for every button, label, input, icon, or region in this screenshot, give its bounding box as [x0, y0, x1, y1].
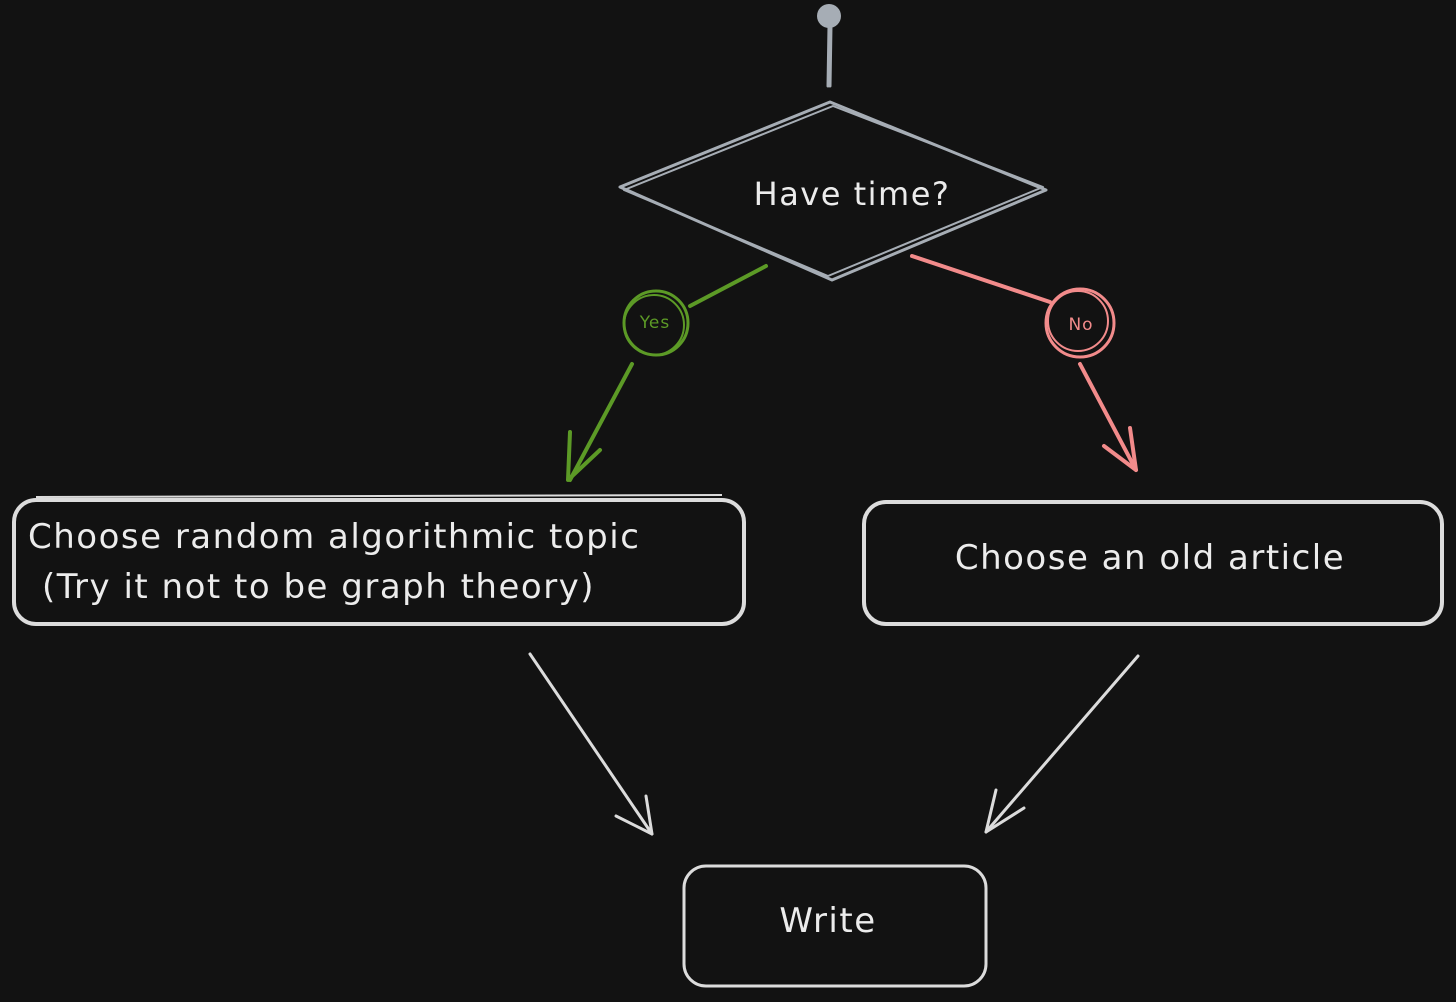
no-branch: No [910, 254, 1138, 472]
right-process-node: Choose an old article [862, 500, 1444, 626]
decision-node: Have time? [618, 100, 1048, 282]
no-arrowhead [1102, 426, 1138, 472]
no-label: No [1068, 315, 1093, 335]
left-box-line-1: Choose random algorithmic topic [28, 517, 640, 557]
write-box-border [682, 864, 988, 988]
right-box-border [862, 500, 1444, 626]
left-box-line-2: (Try it not to be graph theory) [42, 567, 595, 607]
write-label: Write [779, 901, 876, 941]
yes-connector-top [688, 264, 768, 308]
left-to-write-arrowhead [614, 794, 654, 836]
start-dot [817, 4, 841, 28]
start-node [817, 4, 841, 88]
no-arrow-shaft [1078, 362, 1138, 472]
right-box-label: Choose an old article [955, 538, 1345, 578]
right-to-write-arrowhead [984, 788, 1026, 834]
left-box-border-sketch [35, 494, 723, 498]
right-to-write-arrow-shaft [984, 654, 1140, 834]
left-process-node: Choose random algorithmic topic (Try it … [12, 494, 746, 626]
write-node: Write [682, 864, 988, 988]
yes-label: Yes [639, 313, 670, 333]
decision-label: Have time? [754, 175, 951, 213]
left-box-border [12, 498, 746, 626]
yes-branch: Yes [566, 264, 768, 482]
left-to-write-arrow-shaft [528, 652, 654, 836]
no-connector-top [910, 254, 1052, 304]
yes-arrow-shaft [568, 362, 634, 482]
decision-diamond-stroke-2 [623, 105, 1044, 277]
yes-badge-circle-2 [623, 294, 685, 356]
start-connector [826, 24, 833, 88]
no-badge-circle [1044, 287, 1116, 359]
yes-arrowhead [566, 430, 602, 482]
merge-arrows [528, 652, 1140, 836]
no-badge-circle-2 [1047, 290, 1109, 352]
